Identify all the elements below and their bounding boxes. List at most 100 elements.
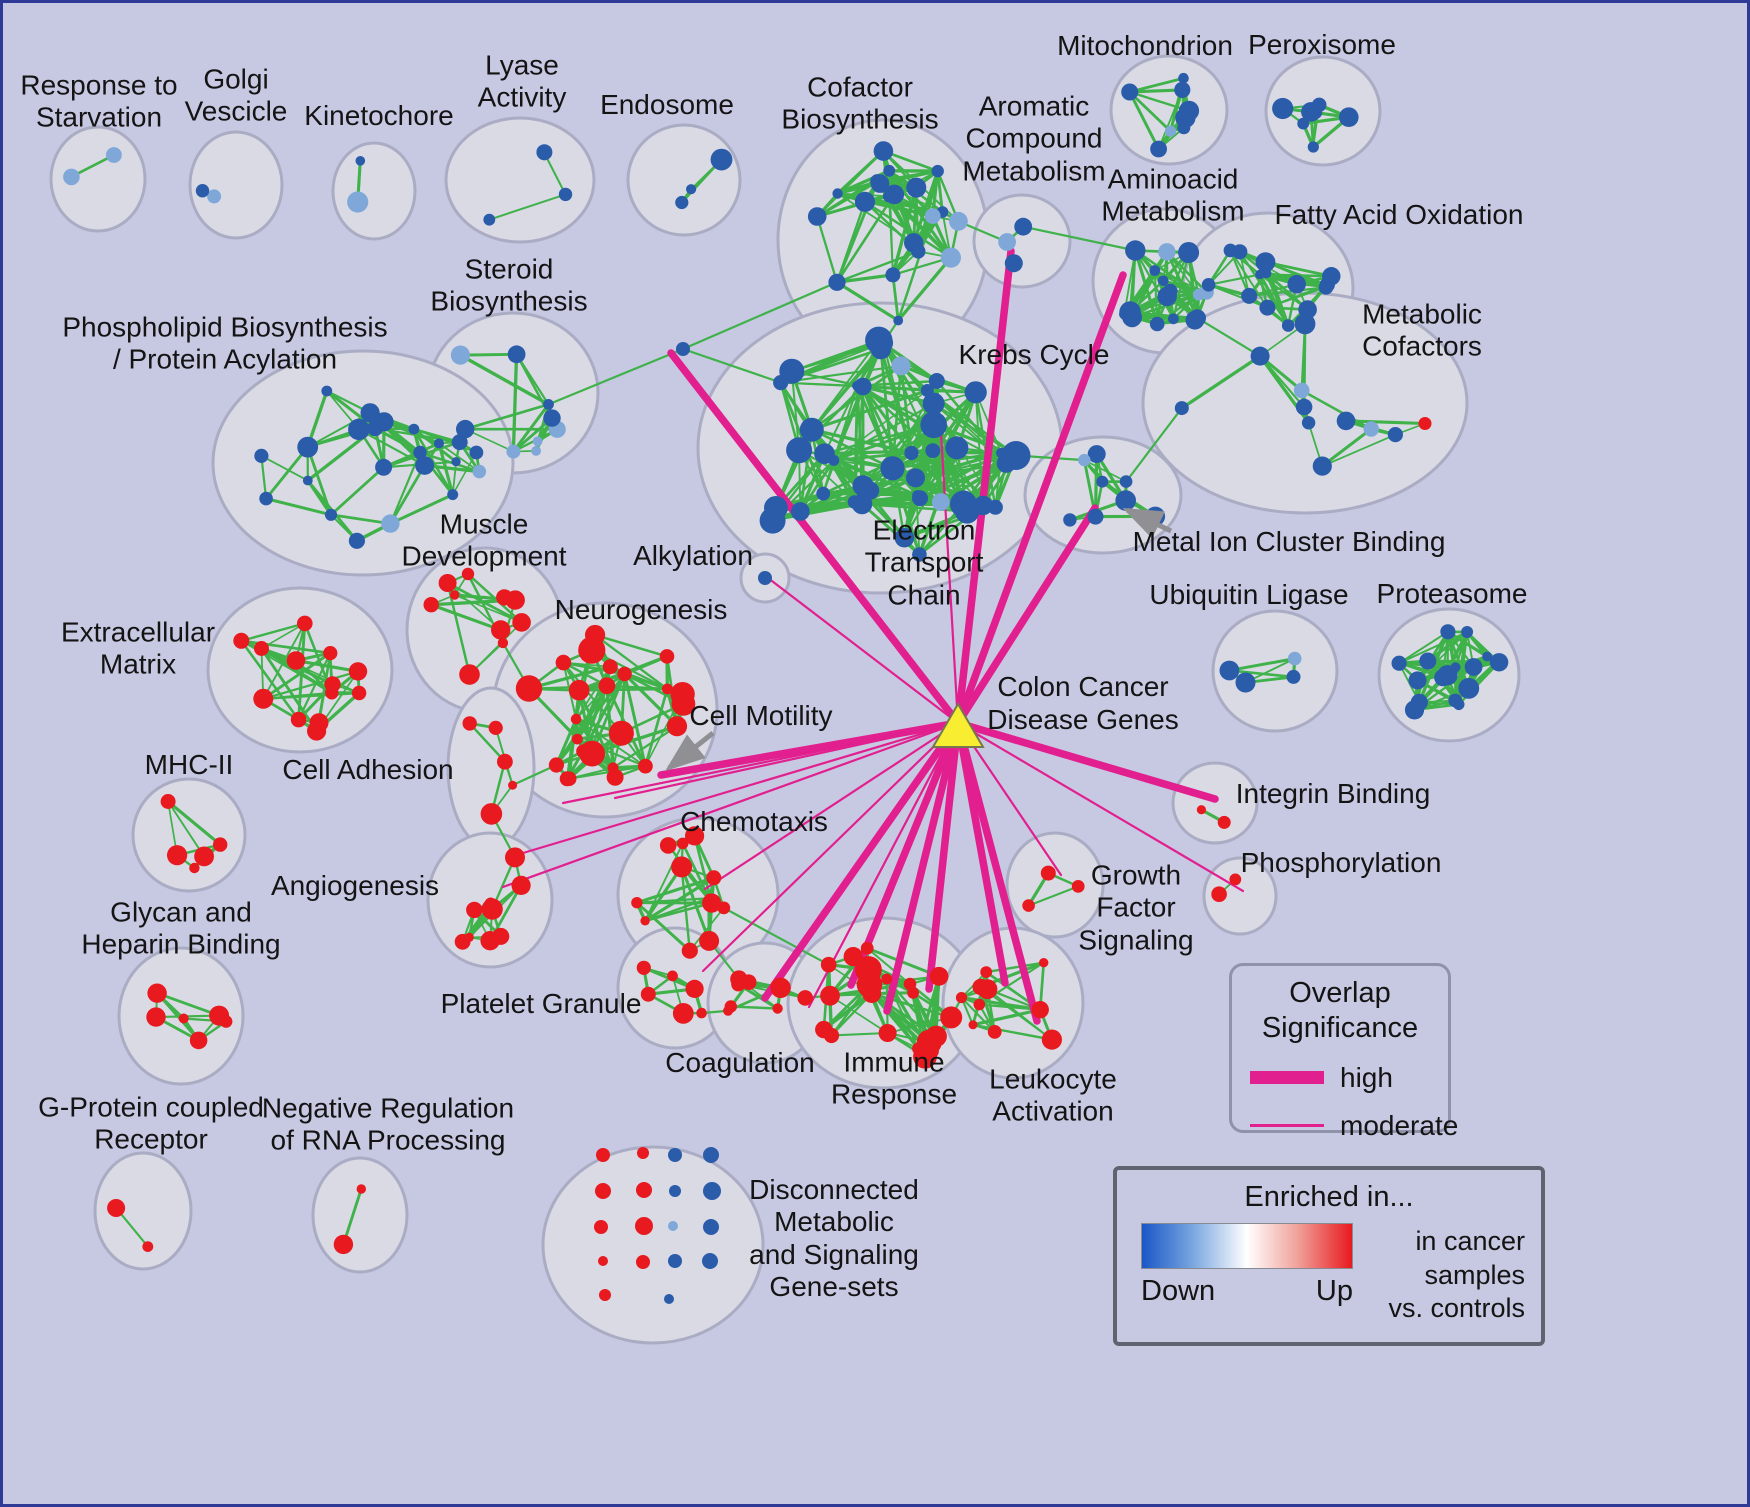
- gene-set-node[interactable]: [1115, 490, 1136, 511]
- gene-set-node[interactable]: [253, 688, 274, 709]
- gene-set-node[interactable]: [893, 315, 904, 326]
- gene-set-node[interactable]: [668, 1148, 682, 1162]
- gene-set-node[interactable]: [685, 826, 705, 846]
- gene-set-node[interactable]: [703, 1219, 719, 1235]
- gene-set-node[interactable]: [949, 211, 968, 231]
- gene-set-node[interactable]: [307, 721, 327, 741]
- gene-set-node[interactable]: [702, 893, 722, 913]
- gene-set-node[interactable]: [290, 711, 307, 728]
- gene-set-node[interactable]: [195, 184, 210, 198]
- gene-set-node[interactable]: [820, 956, 837, 973]
- gene-set-node[interactable]: [1122, 307, 1142, 328]
- gene-set-node[interactable]: [447, 489, 459, 501]
- gene-set-node[interactable]: [828, 454, 840, 466]
- gene-set-node[interactable]: [1185, 310, 1205, 330]
- colon-cancer-hub-node[interactable]: [931, 702, 985, 748]
- gene-set-node[interactable]: [472, 464, 487, 479]
- gene-set-node[interactable]: [1164, 125, 1177, 137]
- gene-set-node[interactable]: [1158, 275, 1169, 287]
- gene-set-node[interactable]: [483, 213, 496, 226]
- gene-set-node[interactable]: [464, 932, 474, 943]
- gene-set-node[interactable]: [602, 659, 618, 675]
- gene-set-node[interactable]: [1287, 651, 1302, 666]
- gene-set-node[interactable]: [488, 720, 503, 736]
- gene-set-node[interactable]: [1229, 873, 1242, 886]
- gene-set-node[interactable]: [685, 979, 704, 999]
- gene-set-node[interactable]: [107, 1199, 126, 1217]
- gene-set-node[interactable]: [672, 1003, 694, 1024]
- gene-set-node[interactable]: [929, 966, 949, 986]
- gene-set-node[interactable]: [1458, 678, 1480, 699]
- gene-set-node[interactable]: [568, 679, 590, 701]
- gene-set-node[interactable]: [1201, 278, 1216, 292]
- gene-set-node[interactable]: [506, 444, 521, 459]
- gene-set-node[interactable]: [147, 983, 167, 1003]
- gene-set-node[interactable]: [964, 381, 987, 404]
- gene-set-node[interactable]: [816, 486, 831, 501]
- gene-set-node[interactable]: [1336, 411, 1356, 431]
- gene-set-node[interactable]: [740, 974, 757, 990]
- gene-set-node[interactable]: [570, 713, 582, 725]
- gene-set-node[interactable]: [668, 1254, 682, 1268]
- gene-set-node[interactable]: [843, 947, 863, 967]
- gene-set-node[interactable]: [847, 495, 862, 509]
- gene-set-node[interactable]: [1178, 242, 1200, 263]
- gene-set-node[interactable]: [297, 436, 319, 458]
- gene-set-node[interactable]: [996, 453, 1016, 473]
- gene-set-node[interactable]: [1150, 140, 1167, 158]
- gene-set-node[interactable]: [881, 973, 893, 985]
- gene-set-node[interactable]: [710, 148, 733, 171]
- gene-set-node[interactable]: [1125, 240, 1146, 261]
- gene-set-node[interactable]: [1039, 958, 1049, 968]
- gene-set-node[interactable]: [758, 571, 772, 585]
- gene-set-node[interactable]: [1489, 653, 1509, 672]
- gene-set-node[interactable]: [348, 662, 368, 681]
- gene-set-node[interactable]: [1286, 669, 1301, 684]
- gene-set-node[interactable]: [1040, 865, 1056, 881]
- gene-set-node[interactable]: [543, 399, 554, 410]
- gene-set-node[interactable]: [599, 1289, 611, 1301]
- gene-set-node[interactable]: [434, 438, 444, 449]
- gene-set-node[interactable]: [408, 423, 420, 435]
- gene-set-node[interactable]: [640, 986, 656, 1002]
- gene-set-node[interactable]: [617, 666, 632, 682]
- gene-set-node[interactable]: [375, 458, 393, 476]
- gene-set-node[interactable]: [1272, 97, 1294, 120]
- gene-set-node[interactable]: [973, 998, 986, 1011]
- gene-set-node[interactable]: [536, 145, 552, 161]
- gene-set-node[interactable]: [904, 233, 924, 253]
- gene-set-node[interactable]: [254, 448, 269, 463]
- gene-set-node[interactable]: [702, 1253, 718, 1269]
- gene-set-node[interactable]: [606, 768, 624, 786]
- gene-set-node[interactable]: [636, 960, 651, 975]
- gene-set-node[interactable]: [1339, 107, 1359, 127]
- gene-set-node[interactable]: [924, 208, 941, 225]
- gene-set-node[interactable]: [832, 188, 843, 199]
- gene-set-node[interactable]: [1219, 660, 1240, 681]
- gene-set-node[interactable]: [636, 1255, 650, 1269]
- gene-set-node[interactable]: [799, 417, 824, 442]
- gene-set-node[interactable]: [894, 527, 915, 548]
- gene-set-node[interactable]: [497, 753, 513, 770]
- gene-set-node[interactable]: [854, 191, 876, 212]
- gene-set-node[interactable]: [640, 916, 650, 926]
- gene-set-node[interactable]: [764, 496, 788, 520]
- gene-set-node[interactable]: [449, 590, 460, 600]
- gene-set-node[interactable]: [661, 683, 673, 695]
- gene-set-node[interactable]: [146, 1007, 166, 1027]
- gene-set-node[interactable]: [1287, 274, 1306, 294]
- gene-set-node[interactable]: [676, 342, 690, 356]
- gene-set-node[interactable]: [142, 1241, 154, 1252]
- gene-set-node[interactable]: [882, 190, 896, 203]
- gene-set-node[interactable]: [1448, 693, 1463, 708]
- gene-set-node[interactable]: [466, 901, 483, 919]
- gene-set-node[interactable]: [596, 1148, 610, 1162]
- gene-set-node[interactable]: [907, 986, 919, 999]
- gene-set-node[interactable]: [302, 475, 313, 486]
- gene-set-node[interactable]: [532, 436, 543, 447]
- gene-set-node[interactable]: [852, 475, 874, 497]
- gene-set-node[interactable]: [637, 1147, 649, 1159]
- gene-set-node[interactable]: [1168, 313, 1179, 325]
- gene-set-node[interactable]: [1461, 626, 1474, 638]
- gene-set-node[interactable]: [1041, 1029, 1062, 1050]
